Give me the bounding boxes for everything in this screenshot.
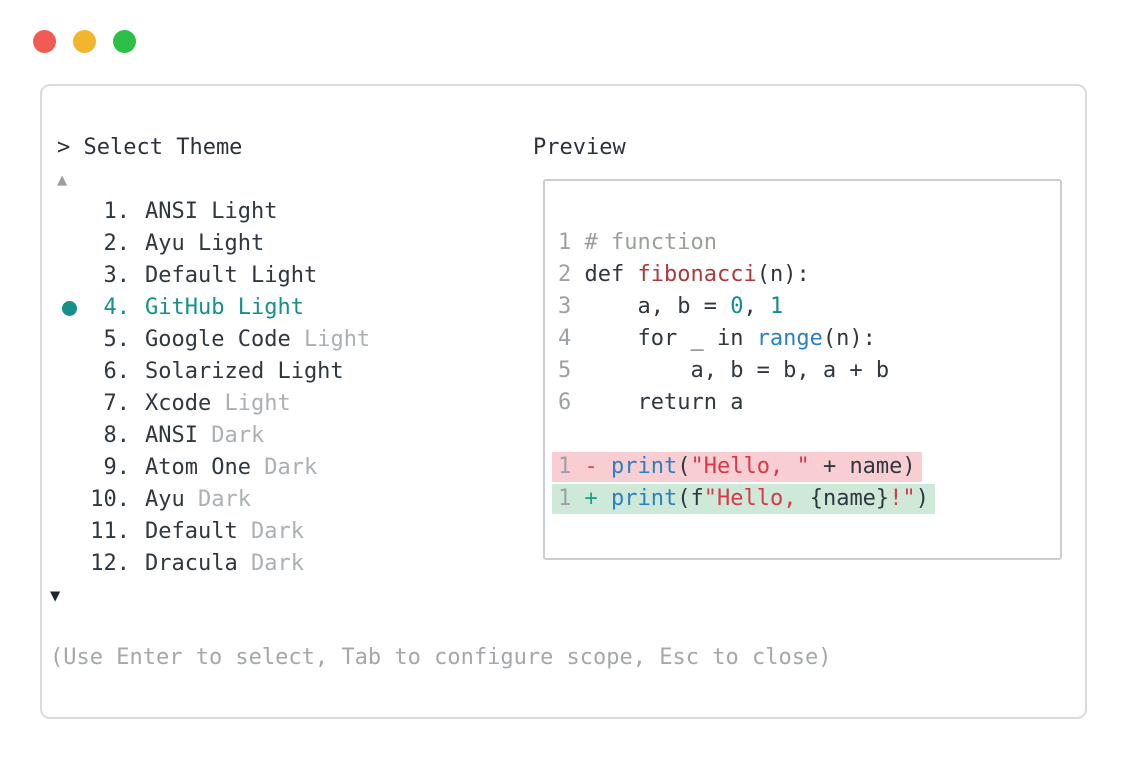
theme-item-8[interactable]: 8. ANSI Dark [48, 420, 533, 452]
theme-list: 1. ANSI Light 2. Ayu Light 3. Default Light 4.… [48, 196, 533, 580]
scroll-down-icon[interactable]: ▼ [50, 586, 61, 606]
code-preview: 1 # function 2 def fibonacci(n): 3 a, b = … [543, 179, 1062, 560]
theme-label: Default Dark [145, 519, 304, 544]
theme-label: GitHub Light [145, 295, 304, 320]
theme-number: 6. [103, 359, 131, 384]
theme-number: 7. [103, 391, 131, 416]
theme-label-suffix: Light [224, 391, 291, 416]
preview-panel: Preview 1 # function 2 def fibonacci(n): 3… [533, 132, 1067, 612]
theme-label: Dracula Dark [145, 551, 304, 576]
theme-number: 12. [90, 551, 130, 576]
theme-label-suffix: Dark [250, 551, 304, 576]
theme-number: 8. [103, 423, 131, 448]
minimize-button[interactable] [73, 30, 96, 53]
theme-number: 1. [103, 199, 131, 224]
theme-number: 11. [90, 519, 130, 544]
theme-item-7[interactable]: 7. Xcode Light [48, 388, 533, 420]
theme-label: Google Code Light [145, 327, 371, 352]
diff-removed-highlight: 1 - print("Hello, " + name) [552, 452, 922, 482]
theme-label: ANSI Dark [145, 423, 265, 448]
theme-item-5[interactable]: 5. Google Code Light [48, 324, 533, 356]
keyboard-hint: (Use Enter to select, Tab to configure s… [50, 645, 832, 670]
theme-label-suffix: Dark [250, 519, 304, 544]
theme-item-10[interactable]: 10. Ayu Dark [48, 484, 533, 516]
theme-item-4[interactable]: 4. GitHub Light [48, 292, 533, 324]
code-line: 2 def fibonacci(n): [558, 262, 810, 287]
theme-number: 2. [103, 231, 131, 256]
theme-item-2[interactable]: 2. Ayu Light [48, 228, 533, 260]
theme-label-suffix: Dark [264, 455, 318, 480]
selected-bullet-icon [62, 300, 77, 316]
dialog-title: > Select Theme [57, 135, 243, 160]
window-controls [33, 30, 136, 53]
preview-title: Preview [533, 135, 626, 160]
scroll-up-icon[interactable]: ▲ [57, 170, 68, 190]
theme-selector-dialog: > Select Theme ▲ 1. ANSI Light 2. Ayu Light… [40, 84, 1087, 719]
theme-item-3[interactable]: 3. Default Light [48, 260, 533, 292]
theme-list-panel: > Select Theme ▲ 1. ANSI Light 2. Ayu Light… [48, 132, 533, 612]
theme-label: Solarized Light [145, 359, 344, 384]
diff-line-green: 1 + print(f"Hello, {name}!") [552, 483, 1048, 515]
theme-label: ANSI Light [145, 199, 278, 224]
theme-label: Ayu Light [145, 231, 265, 256]
theme-label: Default Light [145, 263, 318, 288]
theme-item-11[interactable]: 11. Default Dark [48, 516, 533, 548]
diff-line-red: 1 - print("Hello, " + name) [552, 451, 1048, 483]
theme-label: Ayu Dark [145, 487, 251, 512]
theme-number: 3. [103, 263, 131, 288]
theme-number: 5. [103, 327, 131, 352]
close-button[interactable] [33, 30, 56, 53]
selected-bullet-cell [62, 300, 82, 316]
code-line: 1 # function [558, 230, 717, 255]
theme-label: Atom One Dark [145, 455, 318, 480]
theme-number: 4. [103, 295, 131, 320]
code-line: 6 return a [558, 390, 744, 415]
diff-added-highlight: 1 + print(f"Hello, {name}!") [552, 484, 935, 514]
theme-item-6[interactable]: 6. Solarized Light [48, 356, 533, 388]
theme-label-suffix: Dark [211, 423, 265, 448]
code-line: 5 a, b = b, a + b [558, 358, 890, 383]
theme-number: 9. [103, 455, 131, 480]
theme-label-suffix: Dark [197, 487, 251, 512]
theme-item-12[interactable]: 12. Dracula Dark [48, 548, 533, 580]
zoom-button[interactable] [113, 30, 136, 53]
code-line: 3 a, b = 0, 1 [558, 294, 784, 319]
theme-number: 10. [90, 487, 130, 512]
theme-item-9[interactable]: 9. Atom One Dark [48, 452, 533, 484]
code-line: 4 for _ in range(n): [558, 326, 876, 351]
theme-label: Xcode Light [145, 391, 291, 416]
theme-label-suffix: Light [303, 327, 371, 352]
theme-item-1[interactable]: 1. ANSI Light [48, 196, 533, 228]
code-line [558, 419, 1048, 451]
